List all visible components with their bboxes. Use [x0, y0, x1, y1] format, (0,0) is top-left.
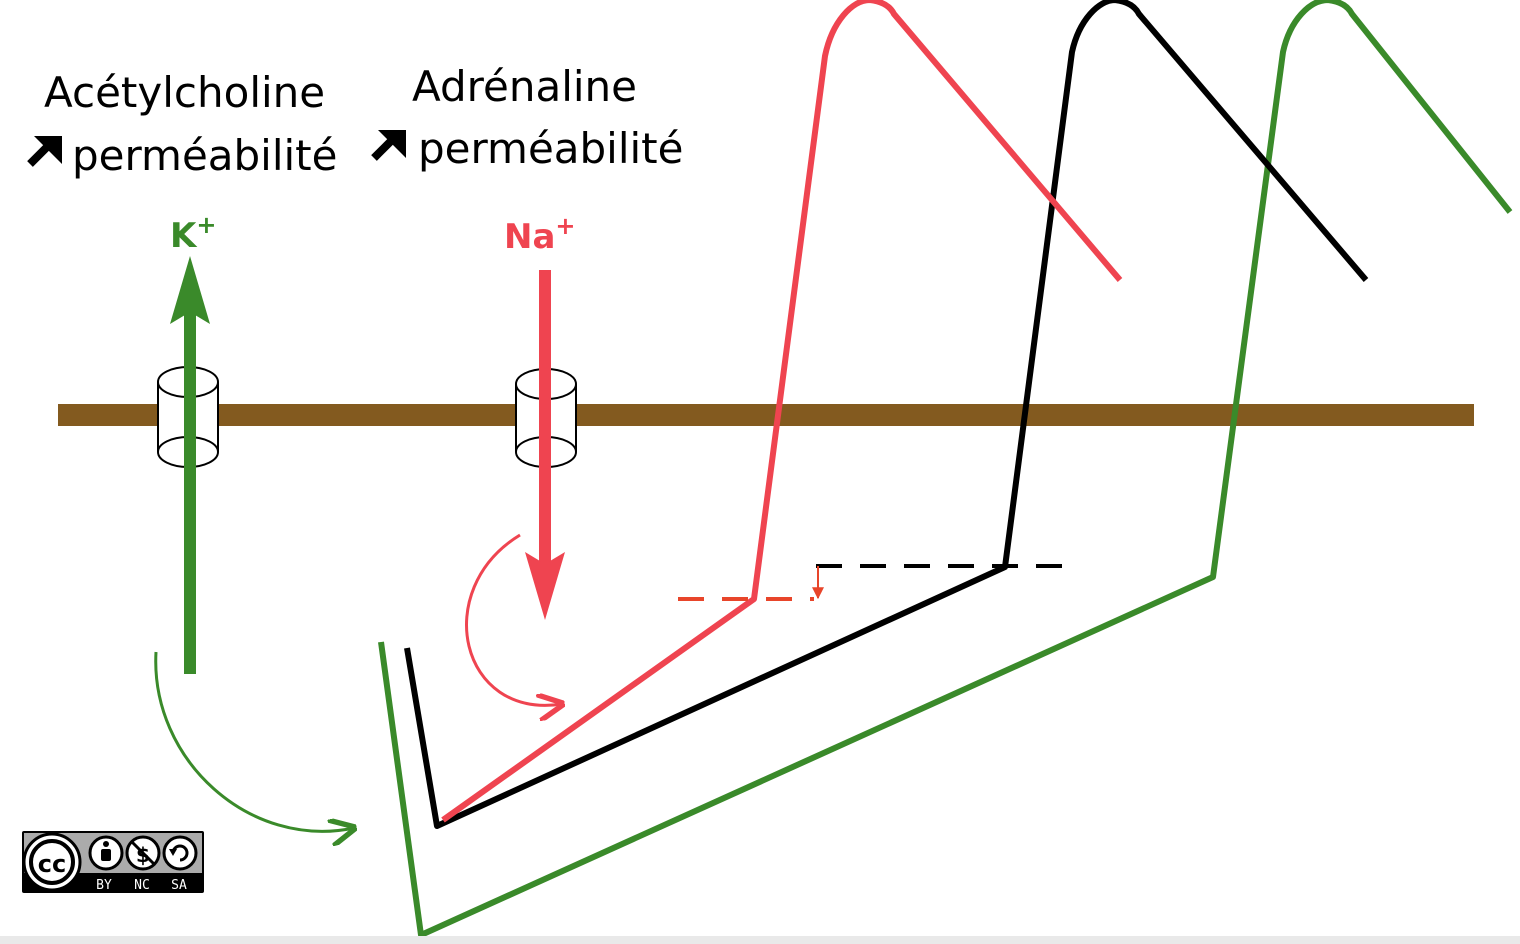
acetylcholine-effect-label: perméabilité	[72, 131, 338, 180]
adrenaline-potential-curve	[441, 0, 1123, 823]
svg-text:cc: cc	[38, 850, 66, 878]
noncommercial-icon: $	[125, 835, 161, 871]
green-curved-arrow	[154, 651, 354, 831]
acetylcholine-potential-curve	[378, 0, 1513, 938]
sharealike-icon	[162, 835, 198, 871]
acetylcholine-label: Acétylcholine	[44, 68, 325, 117]
bottom-scroll-strip	[0, 936, 1520, 944]
adrenaline-label: Adrénaline	[412, 62, 637, 111]
baseline-potential-curve	[404, 0, 1369, 829]
sodium-influx-arrow	[525, 270, 565, 620]
potassium-efflux-arrow	[170, 256, 210, 674]
potassium-ion-label: K+	[170, 211, 216, 256]
license-term-sa: SA	[171, 878, 187, 893]
license-term-by: BY	[96, 878, 112, 893]
creative-commons-license-badge: cc $ BY NC SA	[22, 831, 204, 893]
increase-arrow-icon	[371, 130, 406, 161]
red-curved-arrow	[465, 533, 562, 705]
adrenaline-effect-label: perméabilité	[418, 124, 684, 173]
license-term-nc: NC	[134, 878, 150, 893]
increase-arrow-icon	[27, 136, 62, 167]
sodium-ion-label: Na+	[504, 212, 576, 257]
cell-membrane	[58, 404, 1474, 426]
attribution-icon	[88, 835, 124, 871]
